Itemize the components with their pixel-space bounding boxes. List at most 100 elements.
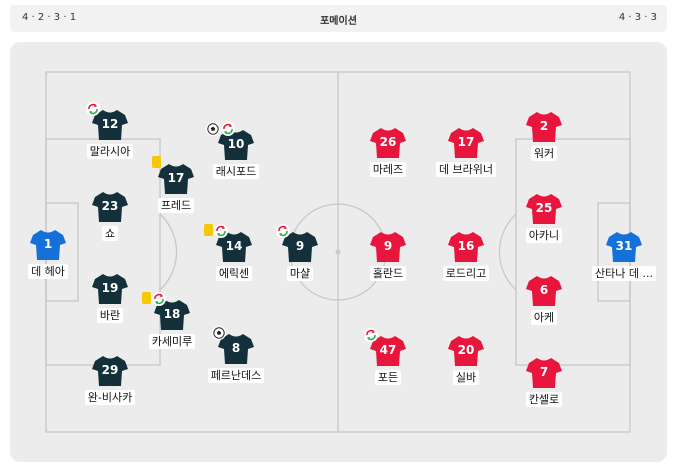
player-number: 10 bbox=[227, 137, 245, 151]
player-number: 2 bbox=[539, 119, 549, 133]
player-name-label: 워커 bbox=[530, 146, 558, 161]
player-name-label: 완-비사카 bbox=[84, 390, 136, 405]
player-number: 31 bbox=[615, 239, 633, 253]
player-badges bbox=[212, 326, 226, 340]
player-away-16[interactable]: 16 로드리고 bbox=[416, 230, 516, 286]
player-name-label: 아케 bbox=[530, 310, 558, 325]
jersey-icon: 17 bbox=[158, 162, 194, 194]
player-away-2[interactable]: 2 워커 bbox=[494, 110, 594, 166]
goal-ball-icon bbox=[212, 326, 226, 340]
substitution-icon bbox=[364, 328, 378, 342]
player-name: 산타나 데 ... bbox=[564, 265, 673, 281]
player-home-29[interactable]: 29 완-비사카 bbox=[60, 354, 160, 410]
jersey-icon: 25 bbox=[526, 192, 562, 224]
player-name: 에릭센 bbox=[174, 265, 294, 281]
player-name: 로드리고 bbox=[406, 265, 526, 281]
player-name-label: 포든 bbox=[374, 370, 402, 385]
player-name-label: 프레드 bbox=[157, 198, 195, 213]
player-name-label: 홀란드 bbox=[369, 266, 407, 281]
player-name-label: 로드리고 bbox=[442, 266, 490, 281]
player-number: 18 bbox=[163, 307, 181, 321]
player-home-9[interactable]: 9 마샬 bbox=[250, 224, 350, 286]
player-number: 9 bbox=[383, 239, 393, 253]
player-name: 아카니 bbox=[484, 227, 604, 243]
yellow-card-icon bbox=[142, 292, 151, 304]
player-name: 홀란드 bbox=[328, 265, 448, 281]
player-badges bbox=[142, 292, 166, 306]
jersey-icon: 20 bbox=[448, 334, 484, 366]
player-away-6[interactable]: 6 아케 bbox=[494, 274, 594, 330]
home-formation: 4 · 2 · 3 · 1 bbox=[22, 12, 77, 23]
player-home-17[interactable]: 17 프레드 bbox=[126, 156, 226, 218]
player-name: 데 헤아 bbox=[0, 263, 108, 279]
player-away-17[interactable]: 17 데 브라위너 bbox=[416, 126, 516, 182]
player-badges bbox=[364, 328, 378, 342]
jersey-icon: 29 bbox=[92, 354, 128, 386]
player-name: 마레즈 bbox=[328, 161, 448, 177]
player-away-9[interactable]: 9 홀란드 bbox=[338, 230, 438, 286]
player-name-label: 마샬 bbox=[286, 266, 314, 281]
player-name-label: 산타나 데 ... bbox=[592, 266, 656, 281]
player-home-12[interactable]: 12 말라시아 bbox=[60, 102, 160, 164]
player-name: 실바 bbox=[406, 369, 526, 385]
jersey-icon: 17 bbox=[448, 126, 484, 158]
jersey-icon: 7 bbox=[526, 356, 562, 388]
yellow-card-icon bbox=[204, 224, 213, 236]
player-name: 페르난데스 bbox=[176, 367, 296, 383]
substitution-icon bbox=[276, 224, 290, 238]
player-name: 래시포드 bbox=[176, 163, 296, 179]
player-home-10[interactable]: 10 래시포드 bbox=[186, 122, 286, 184]
player-number: 19 bbox=[101, 281, 119, 295]
player-name: 프레드 bbox=[116, 197, 236, 213]
jersey-icon: 16 bbox=[448, 230, 484, 262]
player-name: 칸셀로 bbox=[484, 391, 604, 407]
substitution-icon bbox=[86, 102, 100, 116]
player-name-label: 칸셀로 bbox=[525, 392, 563, 407]
player-name: 아케 bbox=[484, 309, 604, 325]
jersey-icon: 31 bbox=[606, 230, 642, 262]
player-name: 바란 bbox=[50, 307, 170, 323]
player-away-7[interactable]: 7 칸셀로 bbox=[494, 356, 594, 412]
jersey-icon: 6 bbox=[526, 274, 562, 306]
player-name-label: 말라시아 bbox=[86, 144, 134, 159]
player-away-25[interactable]: 25 아카니 bbox=[494, 192, 594, 248]
yellow-card-icon bbox=[152, 156, 161, 168]
player-number: 7 bbox=[539, 365, 549, 379]
player-away-20[interactable]: 20 실바 bbox=[416, 334, 516, 390]
jersey-icon: 12 bbox=[92, 108, 128, 140]
jersey-icon: 9 bbox=[282, 230, 318, 262]
goal-ball-icon bbox=[206, 122, 220, 136]
player-name: 카세미루 bbox=[112, 333, 232, 349]
player-name: 말라시아 bbox=[50, 143, 170, 159]
substitution-icon bbox=[214, 224, 228, 238]
jersey-icon: 26 bbox=[370, 126, 406, 158]
player-name-label: 실바 bbox=[452, 370, 480, 385]
player-badges bbox=[276, 224, 290, 238]
player-away-31[interactable]: 31 산타나 데 ... bbox=[574, 230, 673, 286]
player-name: 워커 bbox=[484, 145, 604, 161]
player-number: 14 bbox=[225, 239, 243, 253]
formation-title: 포메이션 bbox=[320, 16, 357, 27]
jersey-icon: 23 bbox=[92, 190, 128, 222]
player-name-label: 래시포드 bbox=[212, 164, 260, 179]
away-formation: 4 · 3 · 3 bbox=[618, 12, 657, 23]
player-number: 23 bbox=[101, 199, 119, 213]
player-name-label: 아카니 bbox=[525, 228, 563, 243]
player-number: 17 bbox=[167, 171, 185, 185]
jersey-icon: 10 bbox=[218, 128, 254, 160]
player-name-label: 데 브라위너 bbox=[435, 162, 497, 177]
player-number: 25 bbox=[535, 201, 553, 215]
player-badges bbox=[86, 102, 100, 116]
jersey-icon: 2 bbox=[526, 110, 562, 142]
player-number: 6 bbox=[539, 283, 549, 297]
jersey-icon: 14 bbox=[216, 230, 252, 262]
player-number: 17 bbox=[457, 135, 475, 149]
